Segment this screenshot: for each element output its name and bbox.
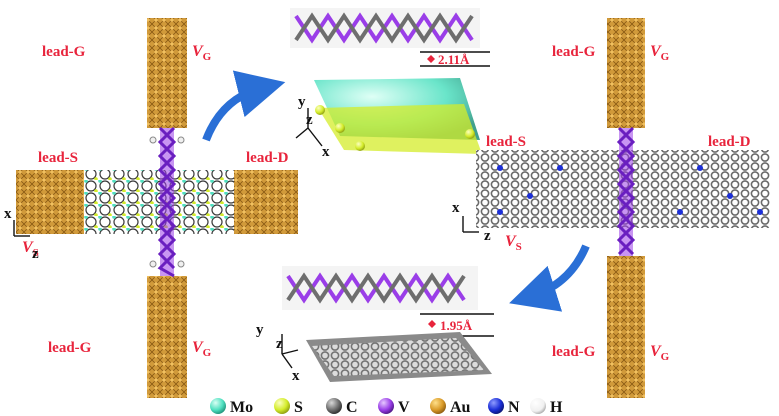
right-vg-top-label: VG [650, 43, 670, 63]
right-lead-g-bottom-label: lead-G [552, 344, 596, 360]
legend-swatch-au [430, 398, 446, 414]
right-lead-g-top-label: lead-G [552, 44, 596, 60]
svg-text:y: y [256, 322, 264, 338]
left-axes: x z [4, 206, 39, 262]
svg-text:z: z [484, 228, 491, 244]
left-source-lead [16, 170, 86, 234]
right-n-dopants [497, 165, 763, 215]
left-device: lead-G VG lead-S lead-D VS lead-G VG x z [4, 18, 298, 398]
legend-label-c: C [346, 399, 358, 416]
right-vg-bottom-label: VG [650, 343, 670, 363]
right-gate-lead-bottom [607, 256, 645, 398]
legend-swatch-v [378, 398, 394, 414]
right-lead-d-label: lead-D [708, 134, 751, 150]
legend-label-au: Au [450, 399, 471, 416]
left-lead-g-bottom-label: lead-G [48, 340, 92, 356]
top-inset-axes: y z x [295, 94, 330, 160]
svg-text:x: x [322, 144, 330, 160]
bottom-inset-ribbon [282, 266, 478, 310]
right-axes: x z [452, 200, 491, 244]
top-inset-distance: 2.11Å [438, 52, 470, 67]
arrow-to-bottom-inset [509, 244, 590, 312]
right-lead-s-label: lead-S [486, 134, 526, 150]
svg-text:x: x [292, 368, 300, 384]
left-gate-lead-bottom [147, 276, 187, 398]
svg-text:x: x [4, 206, 12, 222]
right-device: lead-G VG lead-S lead-D VS lead-G VG x z [452, 18, 770, 398]
legend-swatch-c [326, 398, 342, 414]
svg-text:z: z [276, 336, 283, 352]
svg-text:y: y [298, 94, 306, 110]
svg-text:x: x [452, 200, 460, 216]
svg-text:z: z [306, 112, 313, 128]
arrow-to-top-inset [202, 70, 286, 142]
bottom-inset-axes: y z x [256, 322, 300, 384]
left-gate-lead-top [147, 18, 187, 128]
element-legend: Mo S C V Au N H [210, 398, 563, 416]
svg-text:z: z [32, 246, 39, 262]
right-vertical-chain [616, 126, 636, 256]
legend-label-mo: Mo [230, 399, 253, 416]
legend-swatch-mo [210, 398, 226, 414]
left-vg-top-label: VG [192, 43, 212, 63]
top-inset: 2.11Å y z x [290, 8, 490, 160]
left-drain-lead [234, 170, 298, 234]
legend-swatch-s [274, 398, 290, 414]
bottom-inset: 1.95Å y z x [256, 266, 494, 384]
left-vs-label: VS [22, 239, 39, 259]
left-lead-d-label: lead-D [246, 150, 289, 166]
legend-label-v: V [398, 399, 410, 416]
legend-label-h: H [550, 399, 563, 416]
right-gate-lead-top [607, 18, 645, 128]
bottom-inset-distance: 1.95Å [440, 318, 473, 333]
legend-label-n: N [508, 399, 520, 416]
left-vertical-chain [149, 126, 185, 278]
left-lead-s-label: lead-S [38, 150, 78, 166]
left-vg-bottom-label: VG [192, 339, 212, 359]
right-vs-label: VS [505, 233, 522, 253]
legend-swatch-n [488, 398, 504, 414]
legend-swatch-h [530, 398, 546, 414]
legend-label-s: S [294, 399, 303, 416]
left-lead-g-top-label: lead-G [42, 44, 86, 60]
